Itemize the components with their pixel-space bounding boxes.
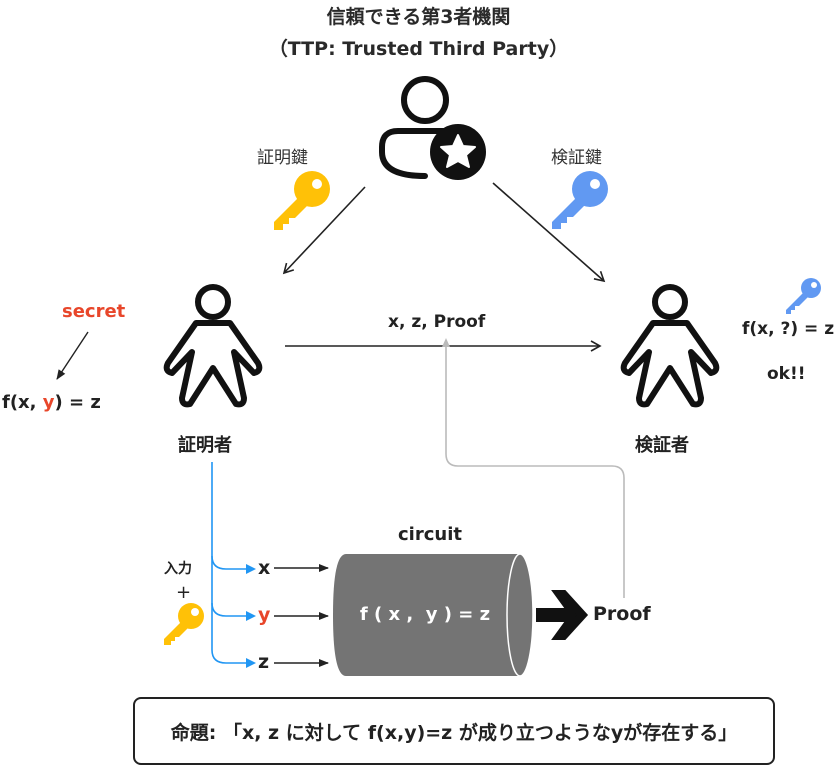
secret-label: secret xyxy=(62,301,126,322)
verification-key-icon xyxy=(552,171,608,229)
circuit-output-arrow xyxy=(536,590,589,640)
ttp-to-verifier-arrow xyxy=(492,182,606,283)
circuit-label: circuit xyxy=(398,524,462,545)
input-plus: + xyxy=(176,582,192,603)
input-y: y xyxy=(258,604,271,626)
verifier-person-icon xyxy=(620,284,720,408)
verifier-formula: f(x, ?) = z xyxy=(742,319,835,339)
prover-formula-prefix: f(x, xyxy=(2,392,43,413)
proof-feedback-arrowhead xyxy=(442,338,450,347)
prover-formula-secret: y xyxy=(42,392,55,413)
prover-formula: f(x, y) = z xyxy=(2,392,101,413)
input-key-icon xyxy=(164,603,204,645)
input-branch-lines xyxy=(211,462,252,664)
verification-key-label: 検証鍵 xyxy=(551,148,602,168)
prover-person-icon xyxy=(163,284,263,408)
proving-key-label: 証明鍵 xyxy=(257,148,308,168)
message-label: x, z, Proof xyxy=(388,312,486,332)
proof-feedback-line xyxy=(445,340,625,598)
verifier-result: ok!! xyxy=(767,364,806,384)
verifier-small-key-icon xyxy=(786,278,821,314)
prover-label: 証明者 xyxy=(178,435,232,456)
input-x: x xyxy=(258,557,271,579)
proving-key-icon xyxy=(274,171,330,230)
circuit-cylinder xyxy=(333,553,534,677)
ttp-title: 信頼できる第3者機関 xyxy=(326,6,511,28)
circuit-formula: f ( x , y ) = z xyxy=(359,604,491,625)
ttp-subtitle: （TTP: Trusted Third Party） xyxy=(268,38,569,60)
prover-formula-suffix: ) = z xyxy=(54,392,101,413)
ttp-person-star-icon xyxy=(379,76,486,180)
input-label: 入力 xyxy=(164,561,192,577)
verifier-label: 検証者 xyxy=(635,435,689,456)
ttp-to-prover-arrow xyxy=(282,186,366,275)
proposition-text: 命題: 「x, z に対して f(x,y)=z が成り立つようなyが存在する」 xyxy=(170,721,738,744)
circuit-output-label: Proof xyxy=(593,603,651,625)
secret-arrow xyxy=(56,331,89,380)
input-z: z xyxy=(258,651,270,673)
proposition-box: 命題: 「x, z に対して f(x,y)=z が成り立つようなyが存在する」 xyxy=(133,697,775,765)
